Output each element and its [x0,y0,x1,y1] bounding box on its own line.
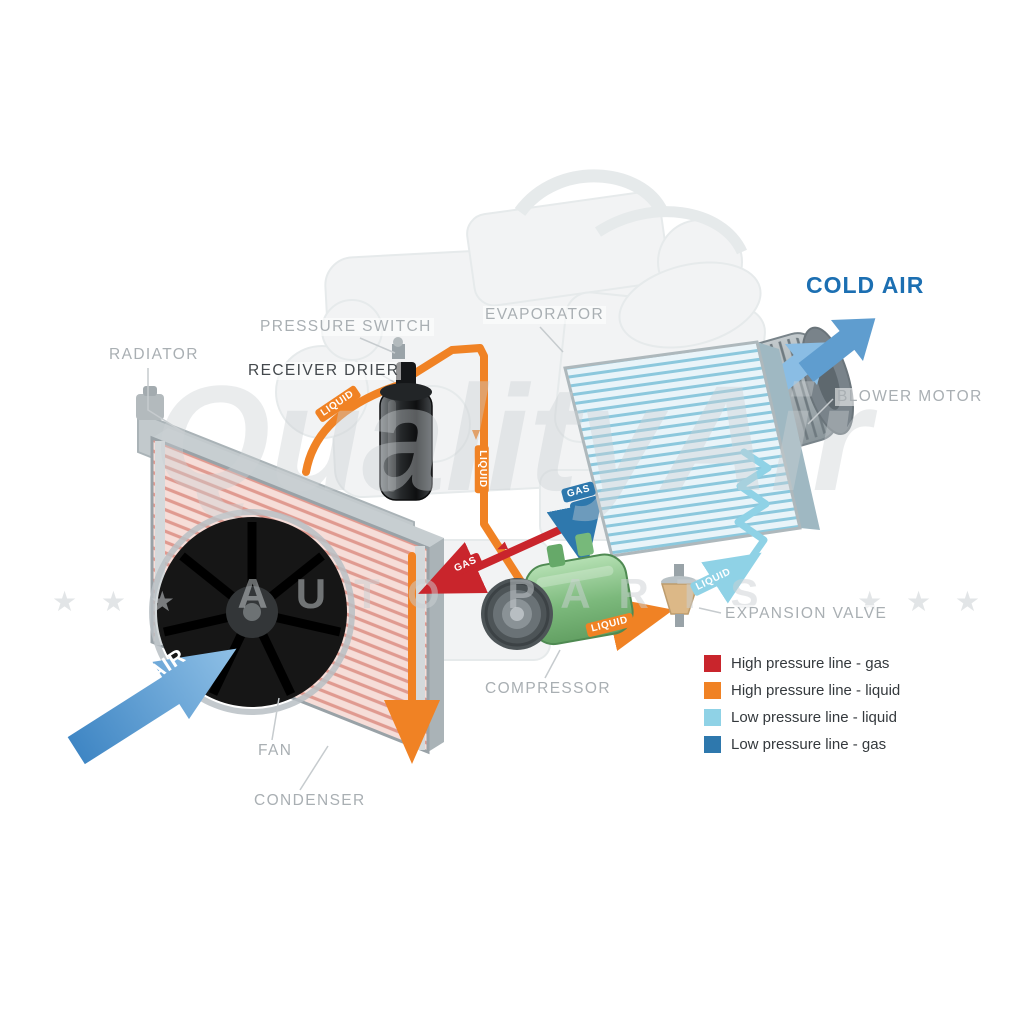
legend-label: Low pressure line - gas [731,736,887,753]
legend-label: High pressure line - gas [731,655,890,672]
leader-lines [147,326,834,791]
legend-swatch-lp-liquid [704,709,721,726]
legend-label: High pressure line - liquid [731,682,901,699]
evaporator [563,340,820,558]
label-compressor: COMPRESSOR [483,680,613,698]
legend-swatch-hp-gas [704,655,721,672]
label-receiver-drier: RECEIVER DRIER [246,362,402,380]
label-radiator: RADIATOR [107,346,201,364]
legend-row: Low pressure line - liquid [704,704,900,731]
label-condenser: CONDENSER [252,792,368,810]
pressure-switch [392,344,405,359]
legend-swatch-hp-liquid [704,682,721,699]
receiver-drier [379,337,433,501]
legend: High pressure line - gas High pressure l… [704,650,900,758]
label-pressure-switch: PRESSURE SWITCH [258,318,434,336]
pipe-label-liquid-vertical: LIQUID [474,445,489,493]
legend-row: High pressure line - gas [704,650,900,677]
label-cold-air: COLD AIR [806,272,925,298]
legend-row: High pressure line - liquid [704,677,900,704]
label-evaporator: EVAPORATOR [483,306,607,324]
label-blower-motor: BLOWER MOTOR [835,388,985,406]
legend-row: Low pressure line - gas [704,731,900,758]
legend-label: Low pressure line - liquid [731,709,897,726]
legend-swatch-lp-gas [704,736,721,753]
air-arrow [67,648,237,765]
label-expansion-valve: EXPANSION VALVE [723,605,890,623]
expansion-valve [660,564,700,627]
label-fan: FAN [256,742,295,760]
